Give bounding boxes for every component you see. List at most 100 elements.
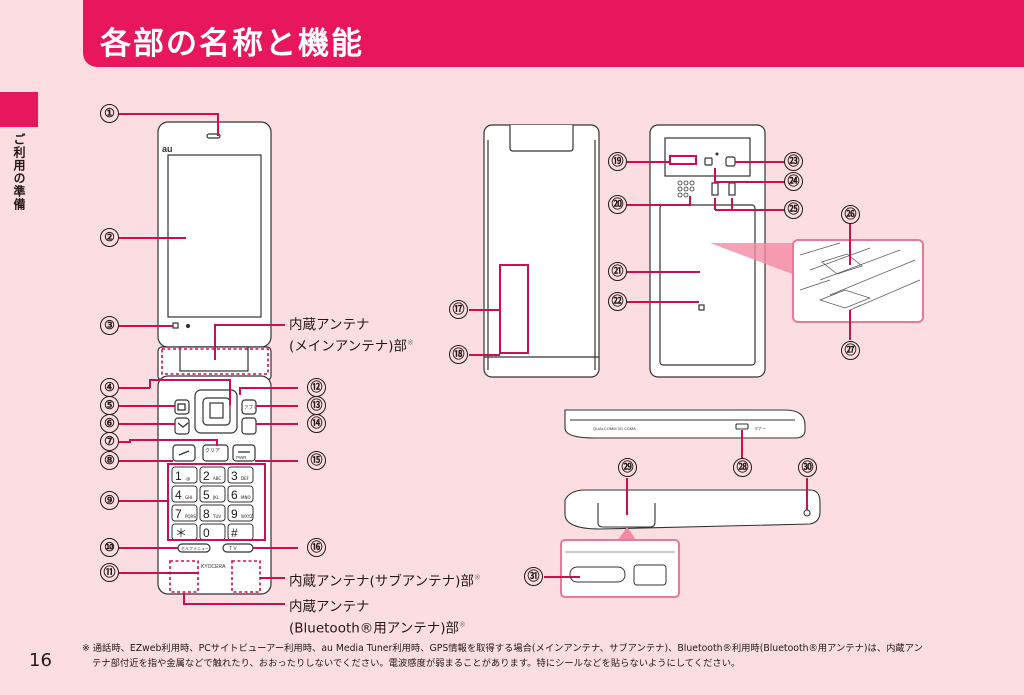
leader-lines: [119, 113, 851, 605]
section-tab: [0, 92, 38, 127]
keypad-key: [171, 466, 198, 484]
callout-25: ㉕: [784, 200, 803, 219]
keypad-key-label: 1: [175, 469, 182, 483]
light-sensor: [172, 322, 179, 329]
keypad-key: [227, 466, 254, 484]
keypad-key-sublabel: TUV: [212, 514, 221, 519]
callout-24: ㉔: [784, 172, 803, 191]
bluetooth-antenna-label: 内蔵アンテナ (Bluetooth®用アンテナ)部※: [289, 599, 466, 637]
tv-key: [222, 543, 254, 553]
footnote-line-2: テナ部付近を指や金属などで触れたり、おおったりしないでください。電波感度が弱まる…: [92, 658, 741, 669]
callout-30: ㉚: [798, 458, 817, 477]
callout-8: ⑧: [100, 451, 119, 470]
manner-key: [735, 423, 749, 430]
main-display: [167, 154, 262, 318]
svg-text:マナー: マナー: [754, 425, 766, 431]
page-title: 各部の名称と機能: [100, 26, 364, 62]
keypad-key-sublabel: PQRS: [185, 514, 196, 519]
callout-6: ⑥: [100, 414, 119, 433]
callout-1: ①: [100, 104, 119, 123]
page-header: [83, 0, 1024, 67]
keypad-key-sublabel: GHI: [185, 495, 192, 500]
callout-28: ㉘: [733, 458, 752, 477]
page-number: 16: [29, 650, 52, 671]
brand-logo: au: [162, 144, 173, 154]
callout-20: ⑳: [608, 195, 627, 214]
address-book-key: [174, 399, 190, 415]
callout-13: ⑬: [307, 396, 326, 415]
external-connector: [633, 564, 667, 586]
ez-key: [241, 417, 257, 435]
earpiece: [206, 133, 221, 139]
svg-text:クリア: クリア: [205, 448, 220, 454]
callout-26: ㉖: [841, 205, 860, 224]
phone-side-view: [564, 409, 806, 439]
callout-5: ⑤: [100, 396, 119, 415]
callout-11: ⑪: [100, 563, 119, 582]
section-label: ご利用の準備: [12, 133, 26, 211]
svg-text:T V: T V: [229, 546, 237, 552]
callout-4: ④: [100, 378, 119, 397]
callout-18: ⑱: [449, 345, 468, 364]
keypad-key-label: 9: [231, 507, 238, 521]
callout-9: ⑨: [100, 491, 119, 510]
keypad-key-label: 7: [175, 507, 182, 521]
callout-12: ⑫: [307, 378, 326, 397]
callout-23: ㉓: [784, 152, 803, 171]
keypad-key-label: 6: [231, 488, 238, 502]
keypad-key-sublabel: DEF: [241, 476, 250, 481]
callout-29: ㉙: [618, 458, 637, 477]
svg-text:KYOCERA: KYOCERA: [201, 564, 226, 570]
callout-10: ⑩: [100, 538, 119, 557]
svg-text:QUALCOMM 3G CDMA: QUALCOMM 3G CDMA: [593, 426, 636, 431]
phone-closed-front: [483, 124, 600, 378]
callout-31: ㉛: [524, 567, 543, 586]
footnote: ※ 通話時、EZweb利用時、PCサイトビューアー利用時、au Media Tu…: [82, 641, 962, 671]
keypad-key-label: 4: [175, 488, 182, 502]
keypad-key: [199, 504, 226, 522]
callout-16: ⑯: [307, 538, 326, 557]
main-antenna-label: 内蔵アンテナ (メインアンテナ)部※: [289, 317, 414, 355]
bluetooth-antenna-area: [169, 560, 199, 593]
callout-14: ⑭: [307, 414, 326, 433]
callout-7: ⑦: [100, 432, 119, 451]
keypad-key-sublabel: .@: [185, 476, 190, 481]
keypad-key-label: 0: [203, 526, 210, 540]
keypad-key-label: #: [231, 526, 238, 540]
keypad-key-sublabel: WXYZ: [241, 514, 253, 519]
microsd-slot: [569, 566, 626, 583]
keypad-key-sublabel: MNO: [241, 495, 251, 500]
keypad-key: [227, 485, 254, 503]
footnote-line-1: ※ 通話時、EZweb利用時、PCサイトビューアー利用時、au Media Tu…: [82, 643, 923, 654]
keypad-key-sublabel: JKL: [212, 495, 220, 500]
keypad-key-label: 2: [203, 469, 210, 483]
keypad-key-label: 5: [203, 488, 210, 502]
back-indicator: [669, 155, 697, 165]
callout-3: ③: [100, 316, 119, 335]
callout-19: ⑲: [608, 152, 627, 171]
clear-key: [202, 444, 229, 462]
keypad-key: [171, 504, 198, 522]
power-key: [232, 444, 256, 462]
callout-22: ㉒: [608, 292, 627, 311]
callout-21: ㉑: [608, 262, 627, 281]
keypad-key: [199, 485, 226, 503]
svg-text:セルフメニュー: セルフメニュー: [181, 546, 209, 551]
svg-text:PWR: PWR: [236, 455, 247, 460]
battery-cover: [659, 204, 756, 366]
sub-antenna-label: 内蔵アンテナ(サブアンテナ)部※: [289, 573, 481, 590]
keypad-key-sublabel: ABC: [213, 476, 221, 481]
keypad-key-label: 3: [231, 469, 238, 483]
main-antenna-area: [161, 348, 269, 375]
callout-15: ⑮: [307, 451, 326, 470]
camera-lens: [725, 156, 736, 167]
callout-27: ㉗: [841, 341, 860, 360]
svg-text:アプリ: アプリ: [244, 405, 258, 411]
sub-antenna-area: [231, 560, 261, 593]
keypad-key: [171, 485, 198, 503]
keypad-key-label: 8: [203, 507, 210, 521]
callout-17: ⑰: [449, 300, 468, 319]
keypad-key-label: ＊: [175, 526, 187, 540]
callout-2: ②: [100, 228, 119, 247]
